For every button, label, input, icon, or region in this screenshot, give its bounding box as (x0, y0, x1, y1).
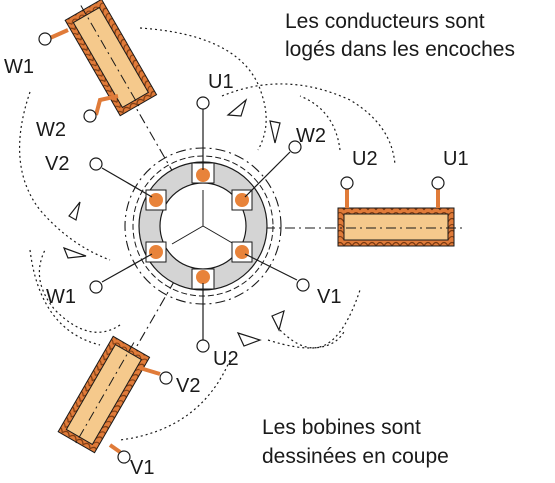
label-u2-center: U2 (213, 348, 239, 370)
arrow-icon (269, 120, 281, 144)
center-leads (89, 96, 310, 353)
label-w1-coil: W1 (4, 56, 34, 78)
slot-u2 (191, 268, 215, 290)
coil-top-left (64, 0, 158, 117)
coil-top-left-leads (38, 28, 119, 123)
label-u1-coil: U1 (443, 148, 469, 170)
caption-top-line2: logés dans les encoches (285, 38, 515, 61)
arrow-icon (62, 246, 87, 259)
flux-arrows (62, 98, 285, 347)
arrow-icon (236, 332, 262, 347)
label-v2-coil: V2 (176, 375, 200, 397)
arrow-icon (68, 201, 81, 221)
label-v1-center: V1 (317, 286, 341, 308)
coil-bottom-left (57, 335, 151, 454)
label-u1: U1 (208, 71, 234, 93)
label-w2: W2 (296, 125, 326, 147)
field-lines (18, 27, 396, 441)
label-v1-coil: V1 (130, 457, 154, 479)
slot-w1 (145, 241, 167, 263)
slot-v1 (231, 241, 253, 263)
caption-top-line1: Les conducteurs sont (285, 10, 485, 33)
label-u2-coil: U2 (352, 148, 378, 170)
arrow-icon (226, 98, 248, 117)
label-w1-center: W1 (46, 286, 76, 308)
label-w2-coil: W2 (36, 119, 66, 141)
coil-bottom-left-leads (108, 366, 173, 464)
label-v2: V2 (45, 153, 69, 175)
caption-bottom-line2: dessinées en coupe (262, 445, 449, 468)
slot-v2 (145, 189, 167, 211)
arrow-icon (271, 309, 285, 332)
stator-slots (145, 162, 253, 290)
caption-bottom-line1: Les bobines sont (262, 416, 421, 439)
coil-right (326, 176, 466, 247)
